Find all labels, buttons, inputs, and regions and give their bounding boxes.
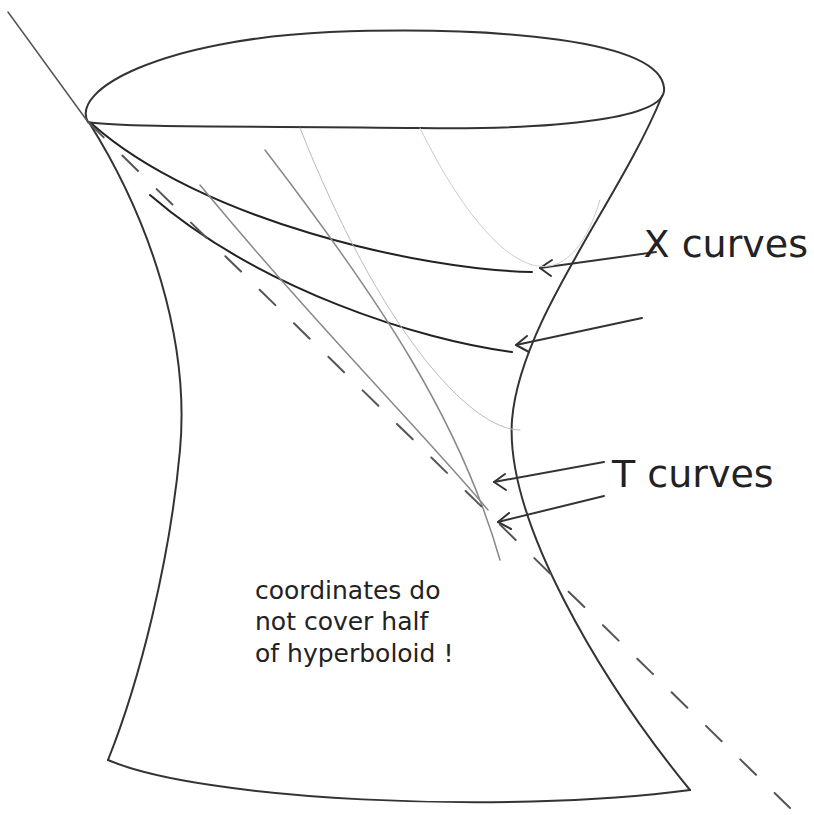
- curve-label: X curves: [644, 222, 808, 266]
- note-text: coordinates do not cover half of hyperbo…: [255, 575, 455, 669]
- curve-label: T curves: [612, 452, 774, 496]
